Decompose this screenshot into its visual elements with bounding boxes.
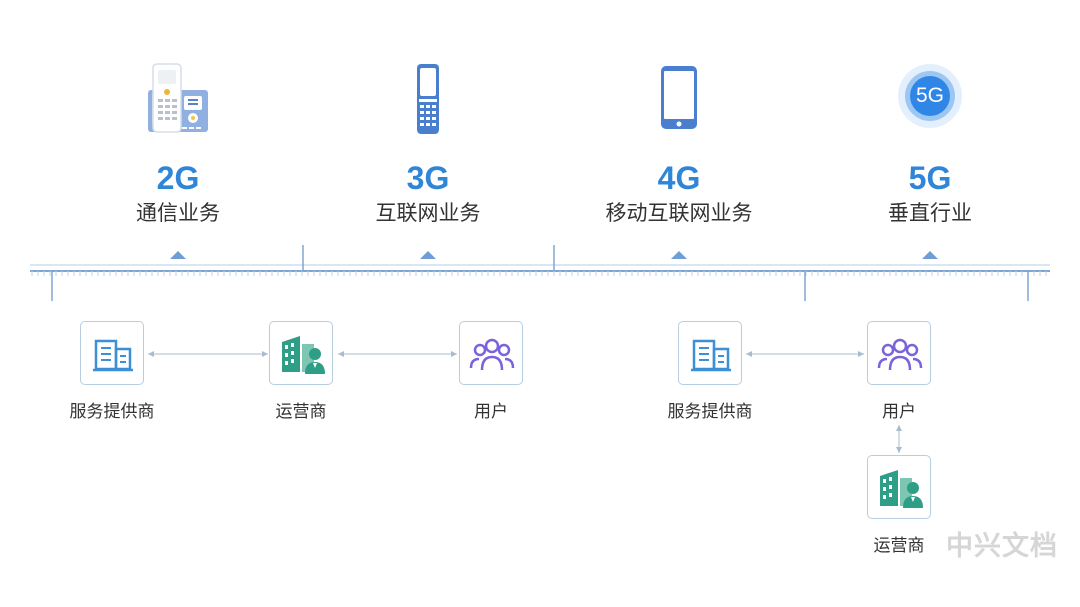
generation-description: 移动互联网业务 (605, 201, 753, 225)
generation-code: 2G (156, 160, 200, 196)
marker-triangle (420, 251, 436, 259)
service-provider-label: 服务提供商 (667, 402, 753, 422)
operator-card (269, 321, 333, 385)
operator-building-icon (282, 336, 325, 374)
user-label: 用户 (882, 402, 916, 422)
5g-badge-text: 5G (915, 84, 944, 107)
watermark: 中兴文档 (946, 531, 1058, 562)
generation-description: 互联网业务 (375, 201, 481, 225)
operator-label: 运营商 (873, 536, 925, 556)
feature-phone-icon (328, 20, 528, 160)
building-icon (93, 339, 133, 372)
marker-triangle (170, 251, 186, 259)
marker-triangle (671, 251, 687, 259)
service-provider-card (80, 321, 144, 385)
5g-badge-icon: 5G (830, 20, 1030, 160)
operator-card (867, 455, 931, 519)
smartphone-icon (579, 20, 779, 160)
generation-description: 通信业务 (136, 201, 220, 225)
generation-code: 4G (657, 160, 701, 196)
user-card (867, 321, 931, 385)
desk-phone-icon (78, 20, 278, 160)
service-provider-card (678, 321, 742, 385)
user-label: 用户 (474, 402, 508, 422)
timeline-ruler (30, 245, 1050, 301)
user-card (459, 321, 523, 385)
operator-building-icon (880, 470, 923, 508)
building-icon (691, 339, 731, 372)
service-provider-label: 服务提供商 (69, 402, 155, 422)
operator-label: 运营商 (275, 402, 327, 422)
generation-description: 垂直行业 (888, 201, 972, 225)
users-icon (469, 338, 515, 371)
generation-code: 5G (908, 160, 952, 196)
generation-code: 3G (406, 160, 450, 196)
users-icon (877, 338, 923, 371)
marker-triangle (922, 251, 938, 259)
